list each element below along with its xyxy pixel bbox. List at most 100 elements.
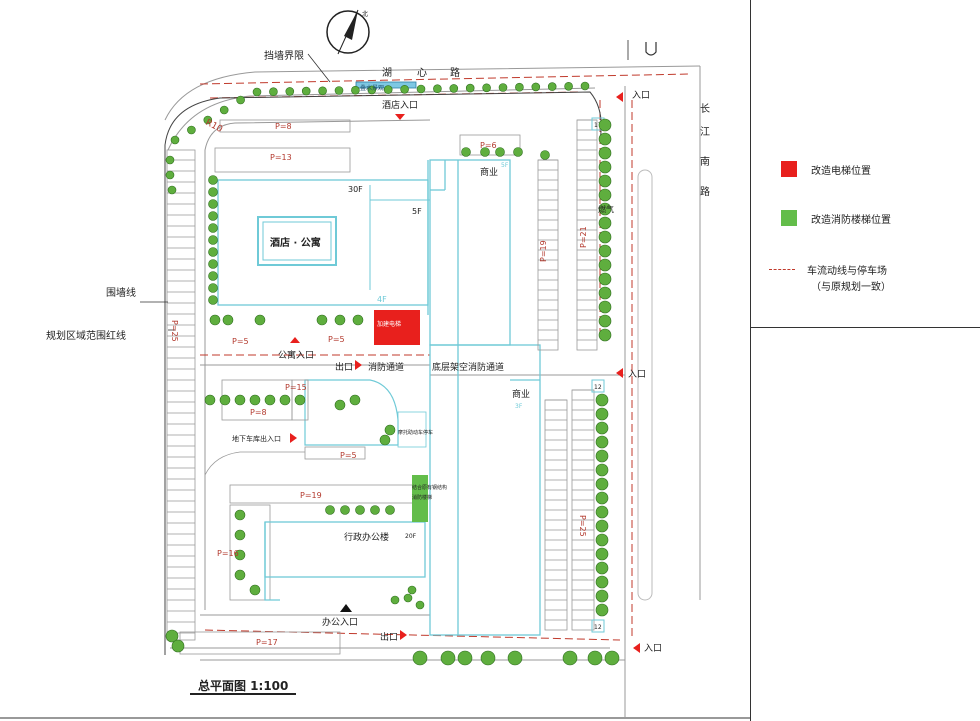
tree-icon [403, 593, 413, 603]
tree-icon [301, 86, 311, 96]
label-road-north-1: 湖 [382, 67, 392, 79]
tree-icon [171, 639, 185, 653]
parking-label-4: P=21 [579, 226, 588, 248]
tree-icon [334, 399, 346, 411]
label-hotel-floors: 30F [348, 185, 363, 194]
parking-label-west: P=25 [170, 320, 179, 342]
tree-icon [595, 435, 609, 449]
tree-icon [325, 505, 335, 515]
tree-icon [595, 449, 609, 463]
tree-icon [507, 650, 523, 666]
label-office-building: 行政办公楼 [344, 531, 389, 543]
tree-icon [513, 147, 523, 157]
tree-icon [562, 650, 578, 666]
tree-icon [316, 314, 328, 326]
tree-icon [598, 202, 612, 216]
tree-icon [495, 147, 505, 157]
label-exit-bottom: 出口 [380, 631, 398, 643]
entrance-arrows [290, 92, 640, 653]
parking-label-2: P=13 [270, 153, 292, 162]
label-podium-floors: 5F [412, 207, 422, 216]
label-office-entrance: 办公入口 [322, 616, 358, 628]
tree-icon [234, 509, 246, 521]
label-entrance-se: 入口 [644, 643, 662, 654]
tree-icon [208, 247, 218, 257]
tree-icon [480, 650, 496, 666]
tree-icon [595, 533, 609, 547]
label-fence-line: 围墙线 [106, 286, 136, 299]
tree-icon [351, 85, 360, 95]
legend-swatch-dash [769, 269, 795, 270]
tree-icon [165, 170, 175, 180]
tree-icon [294, 394, 306, 406]
tree-icon [604, 650, 620, 666]
tree-icon [480, 147, 490, 157]
label-fire-stair-note-2: 消防楼梯 [412, 494, 432, 501]
tree-icon [165, 629, 179, 643]
label-hotel-entrance: 酒店入口 [382, 99, 418, 111]
legend-label-elevator: 改造电梯位置 [811, 165, 871, 177]
legend-sub-note: （与原规划一致） [811, 282, 891, 293]
parking-label-9: P=15 [285, 383, 307, 392]
tree-icon [595, 393, 609, 407]
tree-icon [254, 314, 266, 326]
tree-icon [234, 549, 246, 561]
fire-stair-marker [412, 475, 428, 522]
tree-icon [318, 86, 327, 96]
parking-label-1: P=8 [275, 122, 292, 131]
tree-icon [457, 650, 473, 666]
tree-icon [234, 529, 246, 541]
tree-icon [598, 314, 612, 328]
tree-icon [167, 185, 177, 195]
label-hotel-building: 酒店 · 公寓 [270, 236, 321, 249]
legend-label-fire-stair: 改造消防楼梯位置 [811, 214, 891, 226]
parking-label-12: P=19 [300, 491, 322, 500]
tree-icon [355, 505, 365, 515]
tree-icon [498, 83, 508, 92]
tree-icon [598, 216, 612, 230]
tree-icon [547, 82, 557, 91]
tree-icon [222, 314, 234, 326]
legend-item-fire-stair: 改造消防楼梯位置 [781, 210, 891, 226]
tree-icon [334, 86, 344, 95]
parking-label-11: P=5 [340, 451, 357, 460]
hotel-block [217, 160, 430, 315]
tree-icon [208, 211, 218, 221]
tree-icon [564, 82, 573, 91]
tree-icon [370, 505, 380, 515]
label-commercial-south: 商业 [512, 388, 530, 400]
label-fire-lane: 消防通道 [368, 361, 404, 373]
legend-item-traffic: 车流动线与停车场 [769, 262, 887, 277]
tree-icon [540, 150, 550, 160]
parking-label-6: P=25 [578, 515, 587, 537]
tree-icon [384, 424, 396, 436]
tree-icon [367, 85, 377, 95]
tree-icon [531, 82, 541, 92]
tree-icon [440, 650, 456, 666]
parking-label-7: P=5 [232, 337, 249, 346]
label-road-east-1: 长 [700, 103, 710, 115]
tree-icon [595, 407, 609, 421]
tree-icon [208, 199, 218, 209]
label-commercial-north-floors: 5F [501, 162, 509, 169]
tree-icon [433, 84, 442, 93]
label-road-north-2: 心 [417, 67, 427, 79]
tree-icon [349, 394, 361, 406]
tree-icon [416, 84, 426, 94]
tree-icon [598, 328, 612, 342]
tree-icon [595, 589, 609, 603]
tree-icon [208, 259, 218, 269]
label-fire-stair-note-1: 结合原有钢结构 [412, 484, 447, 491]
tree-icon [334, 314, 346, 326]
tree-icon [598, 244, 612, 258]
tree-icon [595, 421, 609, 435]
legend-panel: 改造电梯位置 改造消防楼梯位置 车流动线与停车场 （与原规划一致） [750, 0, 980, 721]
tree-icon [449, 84, 459, 93]
tree-icon [203, 115, 213, 125]
parking-west [166, 149, 196, 641]
tree-icon [379, 434, 391, 446]
commercial-block [429, 159, 541, 636]
tree-icon [595, 547, 609, 561]
tree-icon [412, 650, 428, 666]
tree-icon [515, 82, 524, 92]
